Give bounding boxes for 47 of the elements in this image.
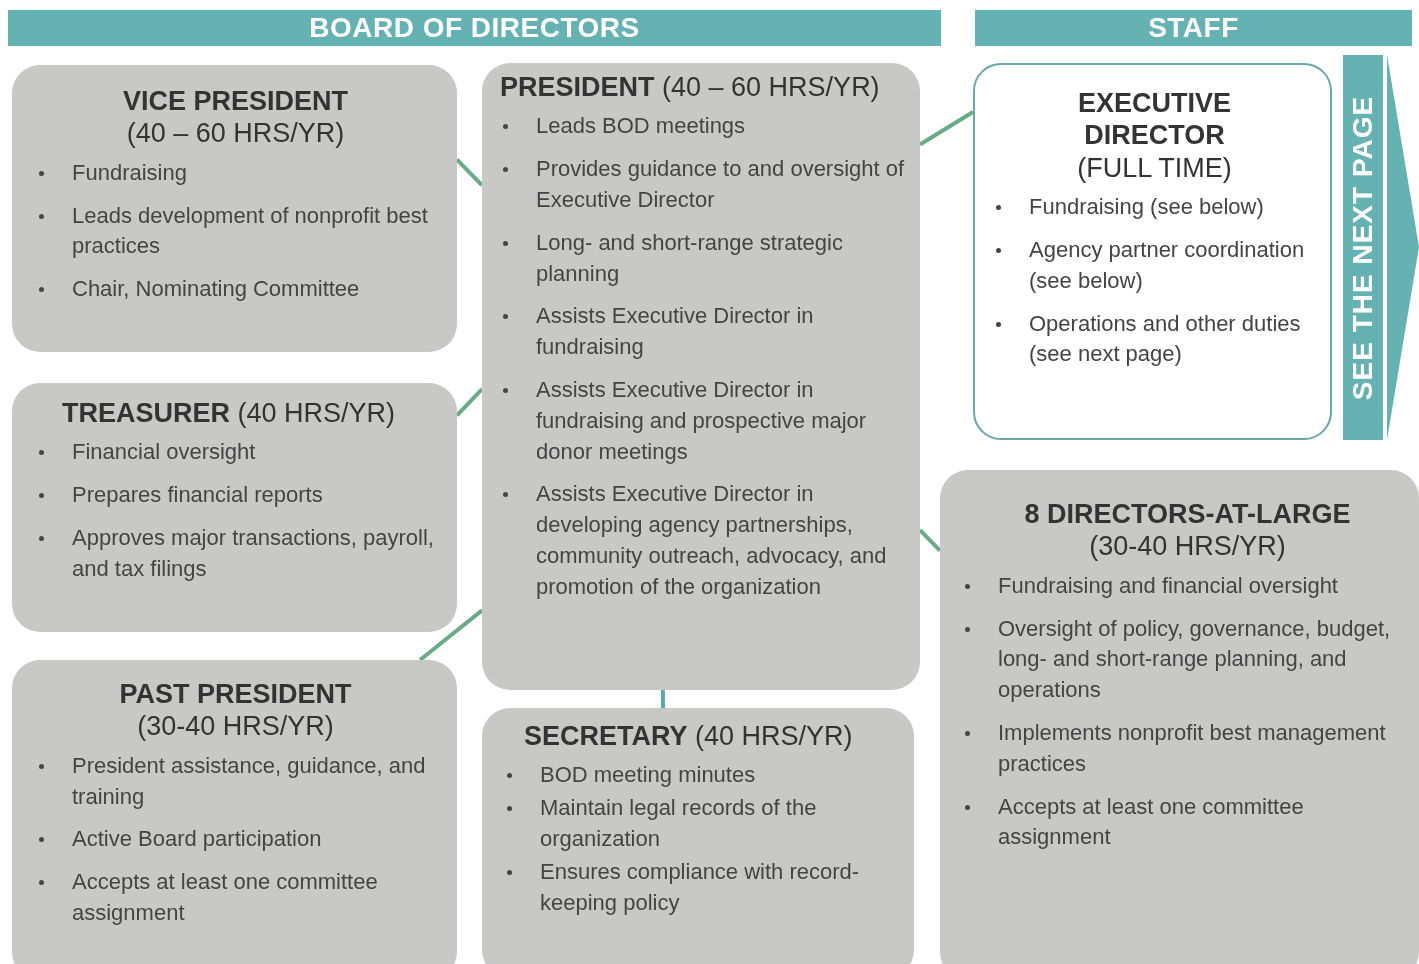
- duty-text: President assistance, guidance, and training: [72, 752, 426, 809]
- role-card: [12, 660, 457, 964]
- duty-text: Financial oversight: [72, 439, 256, 465]
- connector-line: [418, 608, 484, 662]
- connector-line: [660, 690, 665, 708]
- role-card: [482, 708, 914, 964]
- duty-text: Leads BOD meetings: [536, 113, 746, 139]
- duty-text: Fundraising: [72, 159, 187, 185]
- section-header-band: BOARD OF DIRECTORS: [8, 10, 941, 46]
- duty-text: Operations and other duties (see next page): [1029, 310, 1301, 367]
- duty-text: Provides guidance to and oversight of Executive Director: [536, 156, 905, 212]
- role-card: [482, 63, 920, 690]
- role-heading: PRESIDENT (40 – 60 HRS/YR): [500, 71, 881, 104]
- duty-text: Prepares financial reports: [72, 482, 323, 508]
- role-heading: VICE PRESIDENT (40 – 60 HRS/YR): [121, 85, 349, 150]
- connector-line: [455, 387, 484, 417]
- duty-text: Assists Executive Director in developing agency partnerships, community outreach, advocacy, and promotion of the organization: [536, 481, 887, 599]
- role-card: [940, 470, 1419, 964]
- duty-text: Active Board participation: [72, 826, 322, 852]
- duty-text: Accepts at least one committee assignment: [72, 869, 378, 925]
- connector-line: [918, 110, 975, 147]
- duty-text: Assists Executive Director in fundraising: [536, 303, 814, 360]
- duty-text: Ensures compliance with record-keeping policy: [540, 858, 860, 915]
- duty-text: Maintain legal records of the organization: [540, 795, 817, 851]
- role-card: [973, 63, 1332, 440]
- role-heading: TREASURER (40 HRS/YR): [62, 397, 397, 430]
- duty-text: Long- and short-range strategic planning: [536, 229, 843, 286]
- duty-text: Leads development of nonprofit best practices: [72, 202, 428, 259]
- role-heading: 8 DIRECTORS-AT-LARGE (30-40 HRS/YR): [1023, 498, 1352, 563]
- duty-text: Approves major transactions, payroll, and tax filings: [72, 525, 434, 581]
- duty-text: Assists Executive Director in fundraising and prospective major donor meetings: [536, 376, 867, 464]
- duty-text: Chair, Nominating Committee: [72, 276, 360, 302]
- connector-line: [918, 528, 942, 552]
- duty-text: Oversight of policy, governance, budget, long- and short-range planning, and operations: [998, 615, 1391, 703]
- role-heading: EXECUTIVE DIRECTOR (FULL TIME): [1076, 87, 1233, 185]
- duty-text: Accepts at least one committee assignment: [998, 793, 1304, 850]
- duty-text: BOD meeting minutes: [540, 762, 756, 788]
- role-heading: PAST PRESIDENT (30-40 HRS/YR): [118, 678, 353, 743]
- role-card: [12, 65, 457, 352]
- role-card: [12, 383, 457, 632]
- duty-text: Fundraising (see below): [1029, 194, 1264, 220]
- duty-text: Implements nonprofit best management practices: [998, 719, 1386, 776]
- duty-text: Fundraising and financial oversight: [998, 572, 1338, 598]
- role-heading: SECRETARY (40 HRS/YR): [524, 720, 854, 753]
- connector-line: [455, 158, 484, 187]
- section-header-band: STAFF: [975, 10, 1412, 46]
- duty-text: Agency partner coordination (see below): [1029, 236, 1305, 293]
